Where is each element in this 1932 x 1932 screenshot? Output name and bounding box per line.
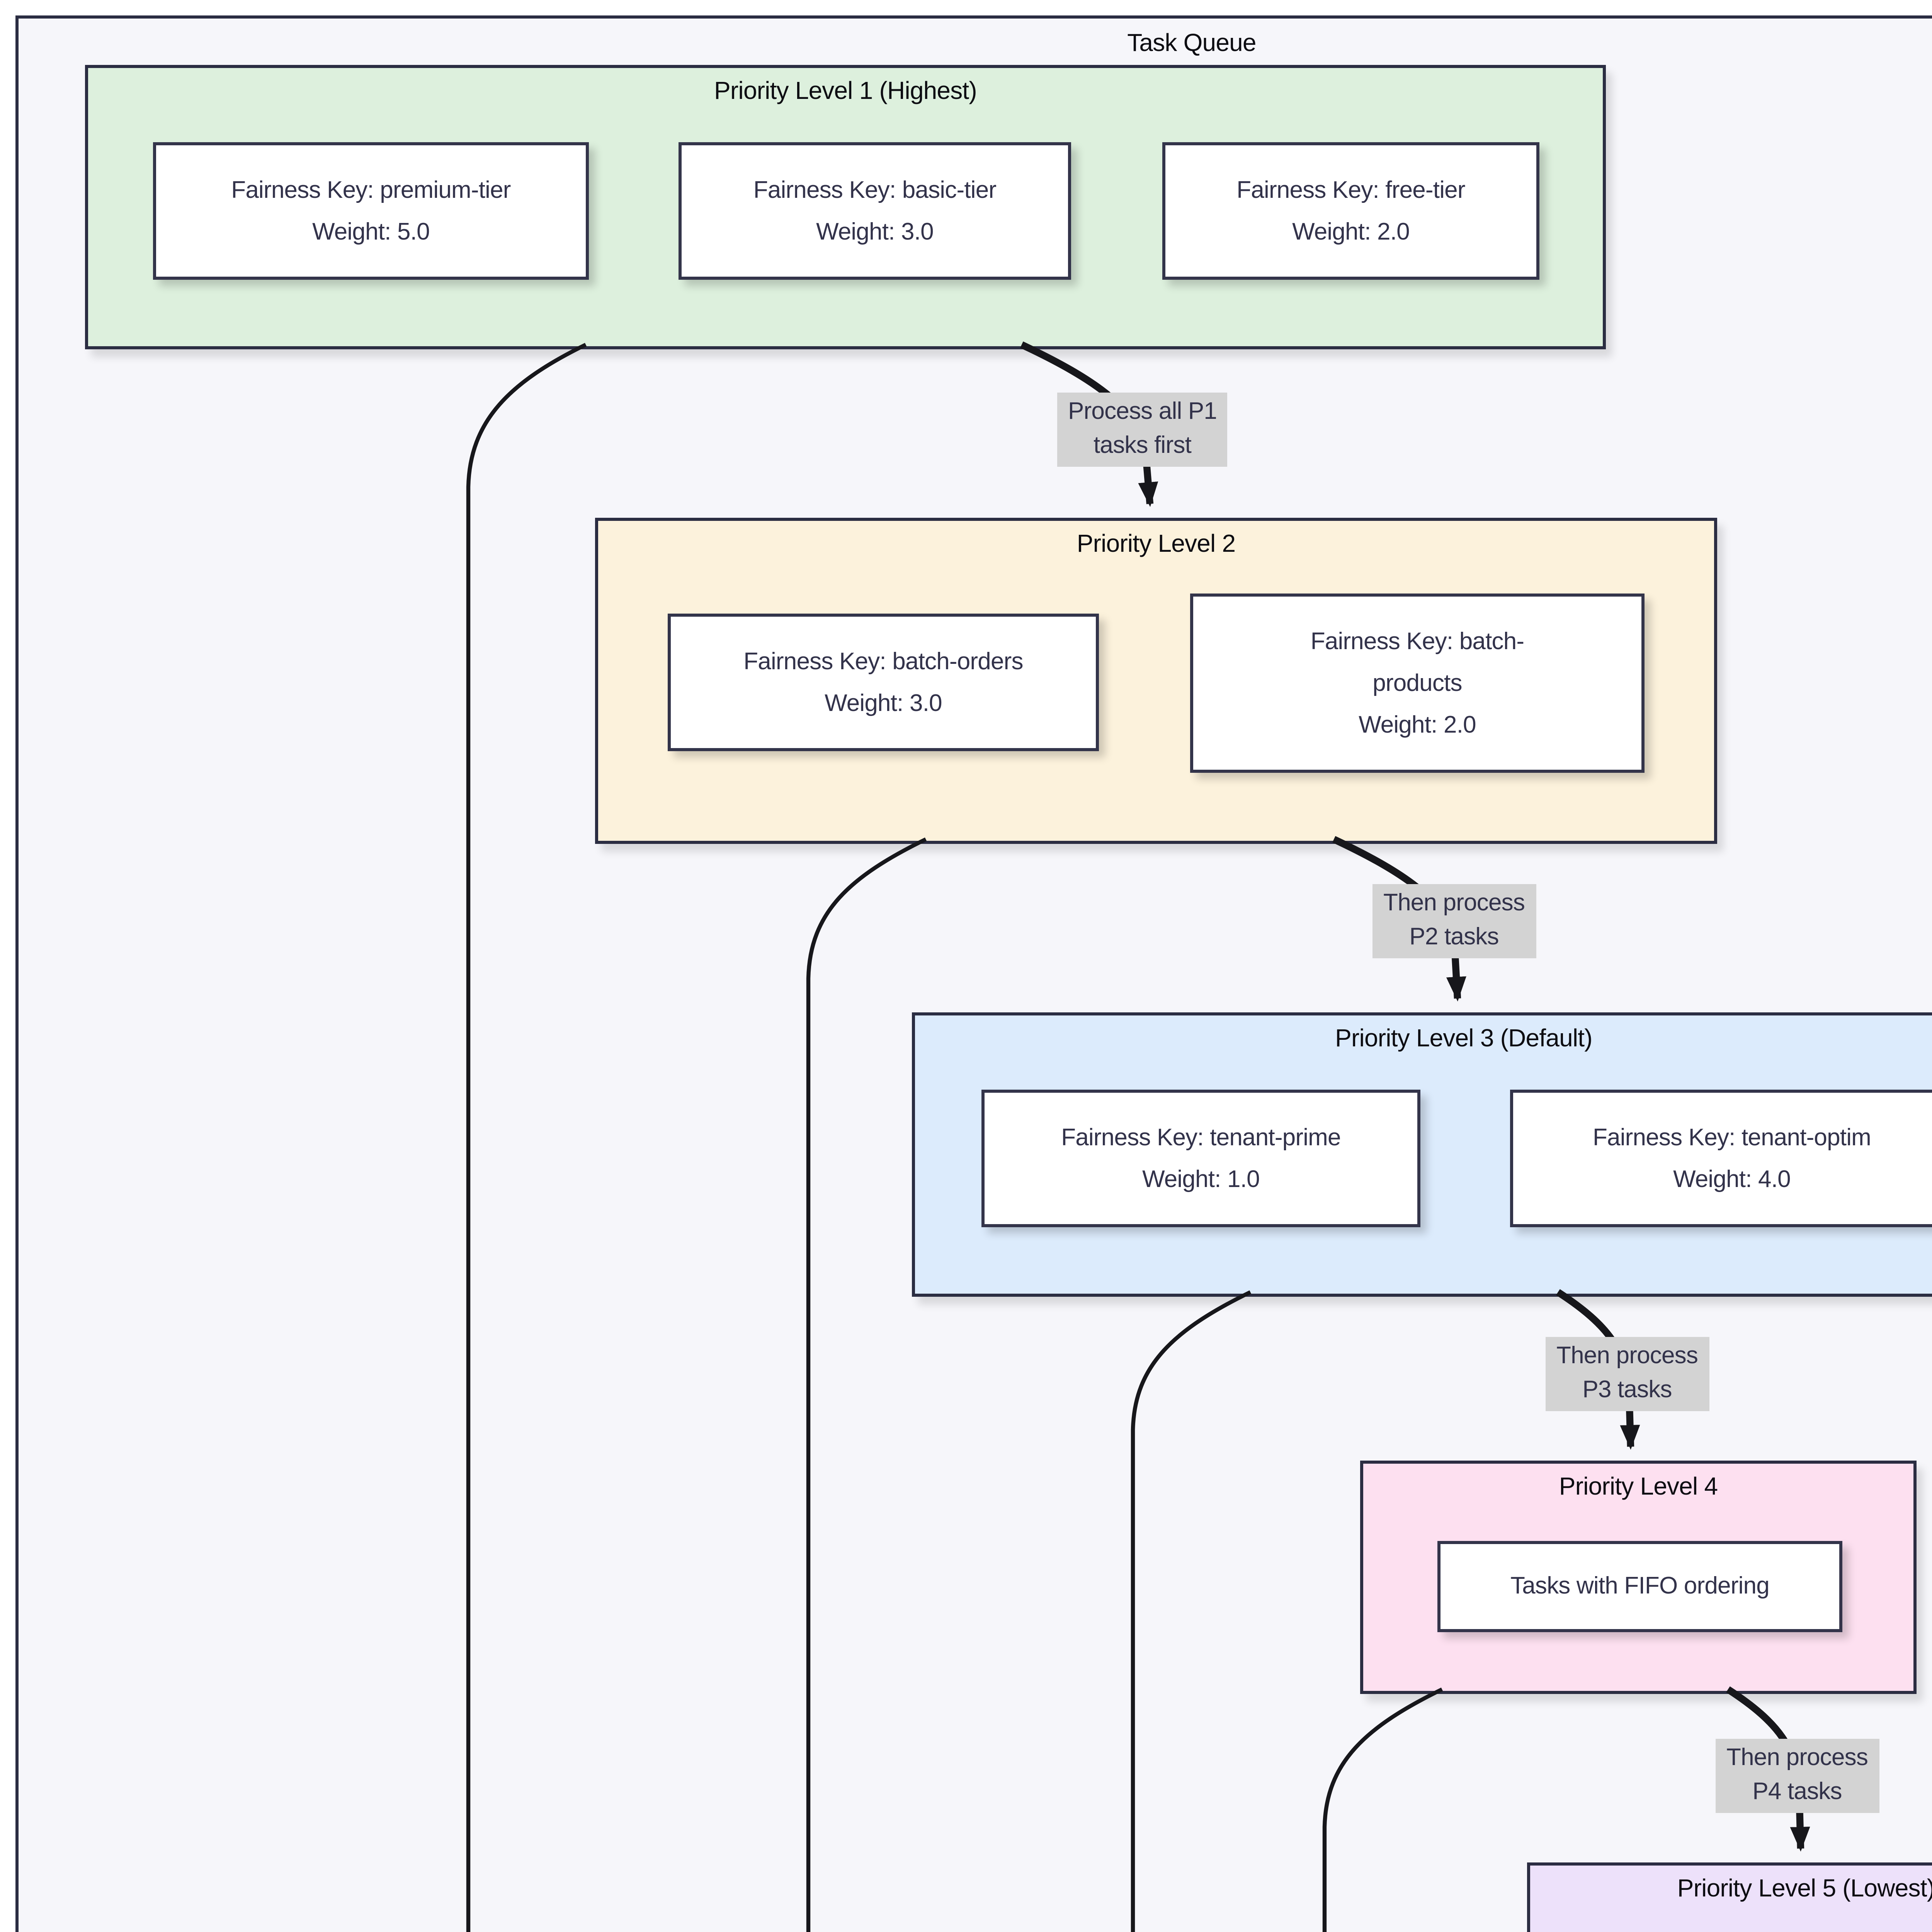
- node-premium-tier: Fairness Key: premium-tier Weight: 5.0: [153, 142, 589, 280]
- edge-label-process-p4: Then process P4 tasks: [1716, 1739, 1879, 1813]
- priority-4-title: Priority Level 4: [1559, 1475, 1718, 1501]
- edge-label-process-p2: Then process P2 tasks: [1372, 884, 1536, 958]
- priority-1-title: Priority Level 1 (Highest): [714, 79, 977, 105]
- subgraph-priority-4: Priority Level 4 Tasks with FIFO orderin…: [1360, 1461, 1917, 1694]
- priority-2-title: Priority Level 2: [1077, 532, 1236, 558]
- subgraph-priority-1: Priority Level 1 (Highest) Fairness Key:…: [85, 65, 1606, 349]
- node-tenant-optim: Fairness Key: tenant-optim Weight: 4.0: [1510, 1090, 1932, 1227]
- node-p4-fifo: Tasks with FIFO ordering: [1437, 1541, 1842, 1632]
- subgraph-priority-2: Priority Level 2 Fairness Key: batch-ord…: [595, 518, 1717, 844]
- priority-3-title: Priority Level 3 (Default): [1335, 1026, 1592, 1053]
- edge-label-process-p1: Process all P1 tasks first: [1057, 393, 1228, 467]
- priority-5-title: Priority Level 5 (Lowest): [1677, 1876, 1932, 1903]
- node-batch-products: Fairness Key: batch- products Weight: 2.…: [1190, 594, 1645, 773]
- node-tenant-prime: Fairness Key: tenant-prime Weight: 1.0: [981, 1090, 1420, 1227]
- node-free-tier: Fairness Key: free-tier Weight: 2.0: [1162, 142, 1539, 280]
- node-basic-tier: Fairness Key: basic-tier Weight: 3.0: [679, 142, 1071, 280]
- diagram-title: Task Queue: [1127, 31, 1256, 57]
- subgraph-priority-3: Priority Level 3 (Default) Fairness Key:…: [912, 1012, 1932, 1297]
- node-batch-orders: Fairness Key: batch-orders Weight: 3.0: [668, 614, 1099, 751]
- subgraph-priority-5: Priority Level 5 (Lowest) Tasks with FIF…: [1527, 1862, 1932, 1932]
- edge-label-process-p3: Then process P3 tasks: [1546, 1337, 1709, 1411]
